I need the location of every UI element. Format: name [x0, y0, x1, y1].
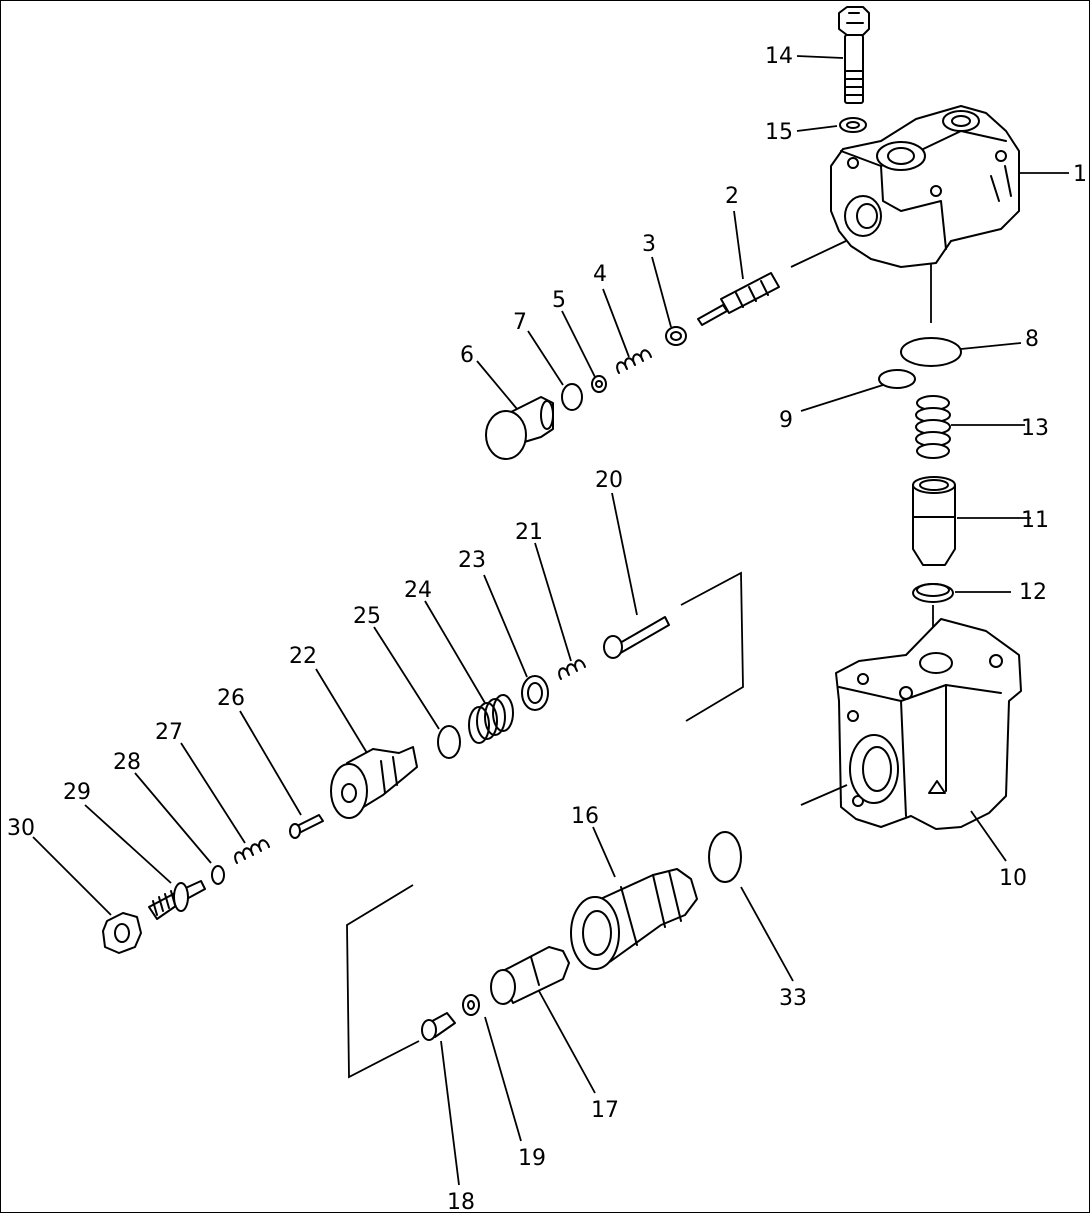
label-part-11: 11: [1021, 508, 1049, 533]
part-33-o-ring: [708, 831, 742, 883]
part-25-o-ring: [437, 725, 461, 759]
label-part-30: 30: [7, 816, 35, 841]
part-9-o-ring: [878, 369, 916, 389]
part-11-piston: [912, 476, 956, 566]
part-10-valve-body: [800, 618, 1022, 830]
label-part-1: 1: [1073, 162, 1087, 187]
label-part-10: 10: [999, 866, 1027, 891]
label-part-22: 22: [289, 644, 317, 669]
part-22-valve: [330, 746, 418, 819]
leader-lines: [32, 55, 1069, 1186]
label-part-23: 23: [458, 548, 486, 573]
label-part-16: 16: [571, 804, 599, 829]
label-part-3: 3: [642, 232, 656, 257]
part-24-spring: [468, 694, 514, 744]
part-1-valve-cover: [830, 105, 1020, 268]
part-12-ring: [912, 583, 954, 641]
part-6-plug: [485, 396, 554, 460]
label-part-20: 20: [595, 468, 623, 493]
label-part-6: 6: [460, 343, 474, 368]
part-4-spring: [616, 349, 652, 374]
part-15-washer: [839, 117, 867, 133]
part-21-spring: [558, 659, 586, 680]
part-27-spring: [234, 839, 270, 864]
part-18-plug: [346, 884, 456, 1079]
label-part-33: 33: [779, 986, 807, 1011]
label-part-28: 28: [113, 750, 141, 775]
label-part-9: 9: [779, 408, 793, 433]
label-part-26: 26: [217, 686, 245, 711]
label-part-29: 29: [63, 780, 91, 805]
part-30-lock-nut: [102, 912, 142, 954]
part-13-spring: [915, 395, 951, 459]
part-2-poppet: [697, 240, 847, 326]
part-5-small-nut: [591, 375, 607, 393]
label-part-8: 8: [1025, 327, 1039, 352]
part-28-adjusting-screw: [148, 880, 206, 920]
label-part-14: 14: [765, 44, 793, 69]
label-part-7: 7: [513, 310, 527, 335]
part-3-seat: [665, 326, 687, 346]
label-part-27: 27: [155, 720, 183, 745]
part-labels: 1 2 3 4 5 6 7 8 9 10 11 12 13 14 15 16 1…: [7, 44, 1087, 1212]
part-8-o-ring: [900, 263, 962, 367]
label-part-25: 25: [353, 604, 381, 629]
part-7-o-ring: [561, 383, 583, 411]
label-part-18: 18: [447, 1190, 475, 1212]
label-part-15: 15: [765, 120, 793, 145]
part-19-small-ring: [462, 994, 480, 1016]
label-part-12: 12: [1019, 580, 1047, 605]
part-17-spool: [490, 946, 570, 1005]
label-part-19: 19: [518, 1146, 546, 1171]
part-16-sleeve: [570, 868, 698, 970]
label-part-17: 17: [591, 1098, 619, 1123]
label-part-4: 4: [593, 262, 607, 287]
label-part-5: 5: [552, 288, 566, 313]
part-29-o-ring: [211, 865, 225, 885]
label-part-21: 21: [515, 520, 543, 545]
part-26-pin: [289, 814, 324, 839]
part-23-ring: [521, 675, 549, 711]
part-20-bolt: [603, 571, 744, 722]
label-part-2: 2: [725, 184, 739, 209]
label-part-24: 24: [404, 578, 432, 603]
part-14-bolt: [838, 6, 870, 104]
label-part-13: 13: [1021, 416, 1049, 441]
